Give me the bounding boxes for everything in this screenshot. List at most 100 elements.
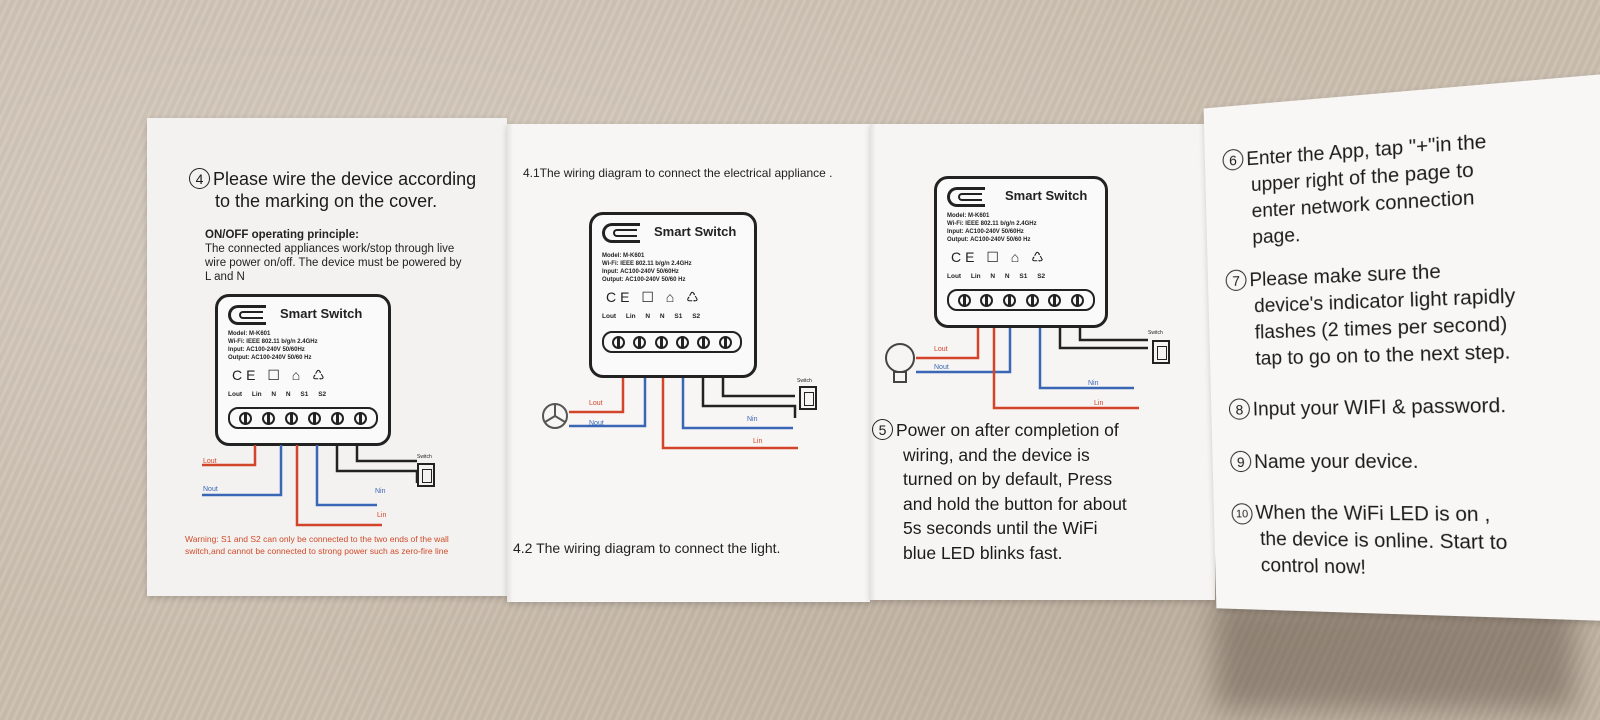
device-wifi: Wi-Fi: IEEE 802.11 b/g/n 2.4GHz — [947, 221, 1037, 228]
step-number: 4 — [189, 168, 210, 189]
manual-panel-power-on: Smart Switch Model: M-K601 Wi-Fi: IEEE 8… — [870, 124, 1215, 600]
step-text-line: blue LED blinks fast. — [872, 543, 1063, 563]
terminal-block — [228, 407, 378, 429]
step-number: 10 — [1231, 503, 1252, 524]
smart-switch-diagram: Smart Switch Model: M-K601 Wi-Fi: IEEE 8… — [934, 176, 1108, 328]
warning-line: Warning: S1 and S2 can only be connected… — [185, 534, 449, 545]
switch-label: Switch — [417, 454, 432, 460]
step-text-line: Please make sure the — [1249, 261, 1441, 291]
step-text-line: Input your WIFI & password. — [1253, 395, 1507, 420]
step-4: 4Please wire the device according to the… — [189, 168, 476, 212]
wire-label-nout: Nout — [934, 364, 949, 371]
wall-switch-icon — [1152, 340, 1170, 364]
step-text-line: Please wire the device according — [213, 169, 476, 189]
wall-switch-icon — [799, 386, 817, 410]
light-bulb-icon — [886, 344, 914, 372]
screw-icon — [1026, 294, 1039, 307]
wire-label-nout: Nout — [589, 420, 604, 427]
device-output: Output: AC100-240V 50/60 Hz — [602, 277, 685, 284]
step-8: 8Input your WIFI & password. — [1229, 393, 1507, 424]
wire-label-lout: Lout — [203, 458, 217, 465]
caption-appliance: 4.1The wiring diagram to connect the ele… — [523, 166, 833, 180]
wire-label-lout: Lout — [589, 400, 603, 407]
device-input: Input: AC100-240V 50/60Hz — [228, 347, 305, 354]
screw-icon — [697, 336, 710, 349]
device-title: Smart Switch — [280, 306, 362, 321]
screw-icon — [655, 336, 668, 349]
screw-icon — [1071, 294, 1084, 307]
step-7: 7Please make sure the device's indicator… — [1225, 256, 1517, 374]
step-text-line: and hold the button for about — [872, 494, 1127, 514]
screw-icon — [612, 336, 625, 349]
step-text-line: Power on after completion of — [896, 420, 1119, 440]
wall-switch-icon — [417, 463, 435, 487]
device-output: Output: AC100-240V 50/60 Hz — [947, 237, 1030, 244]
step-text-line: page. — [1224, 225, 1300, 250]
screw-icon — [262, 412, 275, 425]
screw-icon — [719, 336, 732, 349]
step-text-line: flashes (2 times per second) — [1227, 314, 1508, 345]
terminal-labels: Lout Lin N N S1 S2 — [602, 313, 700, 320]
principle-line: The connected appliances work/stop throu… — [205, 242, 454, 256]
manual-panel-diagrams: 4.1The wiring diagram to connect the ele… — [507, 124, 870, 602]
step-number: 5 — [872, 419, 893, 440]
device-title: Smart Switch — [654, 224, 736, 239]
step-5: 5Power on after completion of wiring, an… — [872, 418, 1127, 565]
terminal-block — [947, 289, 1095, 311]
screw-icon — [1048, 294, 1061, 307]
wire-label-nout: Nout — [203, 486, 218, 493]
step-text-line: wiring, and the device is — [872, 445, 1090, 465]
step-text-line: tap to go on to the next step. — [1227, 341, 1510, 370]
switch-label: Switch — [1148, 330, 1163, 336]
screw-icon — [958, 294, 971, 307]
step-number: 7 — [1225, 269, 1246, 291]
warning-line: switch,and cannot be connected to strong… — [185, 546, 448, 557]
screw-icon — [354, 412, 367, 425]
screw-icon — [633, 336, 646, 349]
device-wifi: Wi-Fi: IEEE 802.11 b/g/n 2.4GHz — [228, 339, 318, 346]
step-6: 6Enter the App, tap "+"in the upper righ… — [1222, 129, 1489, 253]
screw-icon — [285, 412, 298, 425]
principle-line: wire power on/off. The device must be po… — [205, 256, 462, 270]
wire-label-lin: Lin — [377, 512, 386, 519]
step-text-line: the device is online. Start to — [1232, 528, 1508, 554]
device-title: Smart Switch — [1005, 188, 1087, 203]
smart-switch-diagram: Smart Switch Model: M-K601 Wi-Fi: IEEE 8… — [589, 212, 757, 378]
wire-label-lout: Lout — [934, 346, 948, 353]
screw-icon — [980, 294, 993, 307]
fold-line — [507, 124, 513, 602]
device-model: Model: M-K601 — [228, 331, 270, 338]
wire-label-nin: Nin — [747, 416, 758, 423]
wire-label-nin: Nin — [375, 488, 386, 495]
step-9: 9Name your device. — [1230, 449, 1419, 476]
certification-icons: CE ☐ ⌂ ♺ — [232, 367, 329, 384]
device-output: Output: AC100-240V 50/60 Hz — [228, 355, 311, 362]
step-text-line: turned on by default, Press — [872, 469, 1112, 489]
brand-logo-icon — [947, 187, 985, 207]
step-text-line: Name your device. — [1254, 451, 1419, 473]
step-10: 10When the WiFi LED is on , the device i… — [1231, 500, 1508, 585]
certification-icons: CE ☐ ⌂ ♺ — [951, 249, 1048, 266]
terminal-labels: Lout Lin N N S1 S2 — [228, 391, 326, 398]
step-number: 8 — [1229, 398, 1250, 419]
step-number: 6 — [1222, 148, 1243, 171]
screw-icon — [308, 412, 321, 425]
screw-icon — [1003, 294, 1016, 307]
manual-panel-wiring: 4Please wire the device according to the… — [147, 118, 507, 596]
principle-title: ON/OFF operating principle: — [205, 228, 359, 242]
certification-icons: CE ☐ ⌂ ♺ — [606, 289, 703, 306]
wire-label-lin: Lin — [753, 438, 762, 445]
brand-logo-icon — [228, 305, 266, 325]
principle-line: L and N — [205, 270, 245, 284]
step-text-line: to the marking on the cover. — [189, 191, 437, 211]
device-wifi: Wi-Fi: IEEE 802.11 b/g/n 2.4GHz — [602, 261, 692, 268]
screw-icon — [331, 412, 344, 425]
wire-label-nin: Nin — [1088, 380, 1099, 387]
screw-icon — [239, 412, 252, 425]
device-model: Model: M-K601 — [947, 213, 989, 220]
smart-switch-diagram: Smart Switch Model: M-K601 Wi-Fi: IEEE 8… — [215, 294, 391, 446]
step-text-line: 5s seconds until the WiFi — [872, 518, 1098, 538]
step-number: 9 — [1230, 451, 1251, 472]
wiring-lines — [874, 328, 1174, 418]
brand-logo-icon — [602, 223, 640, 243]
